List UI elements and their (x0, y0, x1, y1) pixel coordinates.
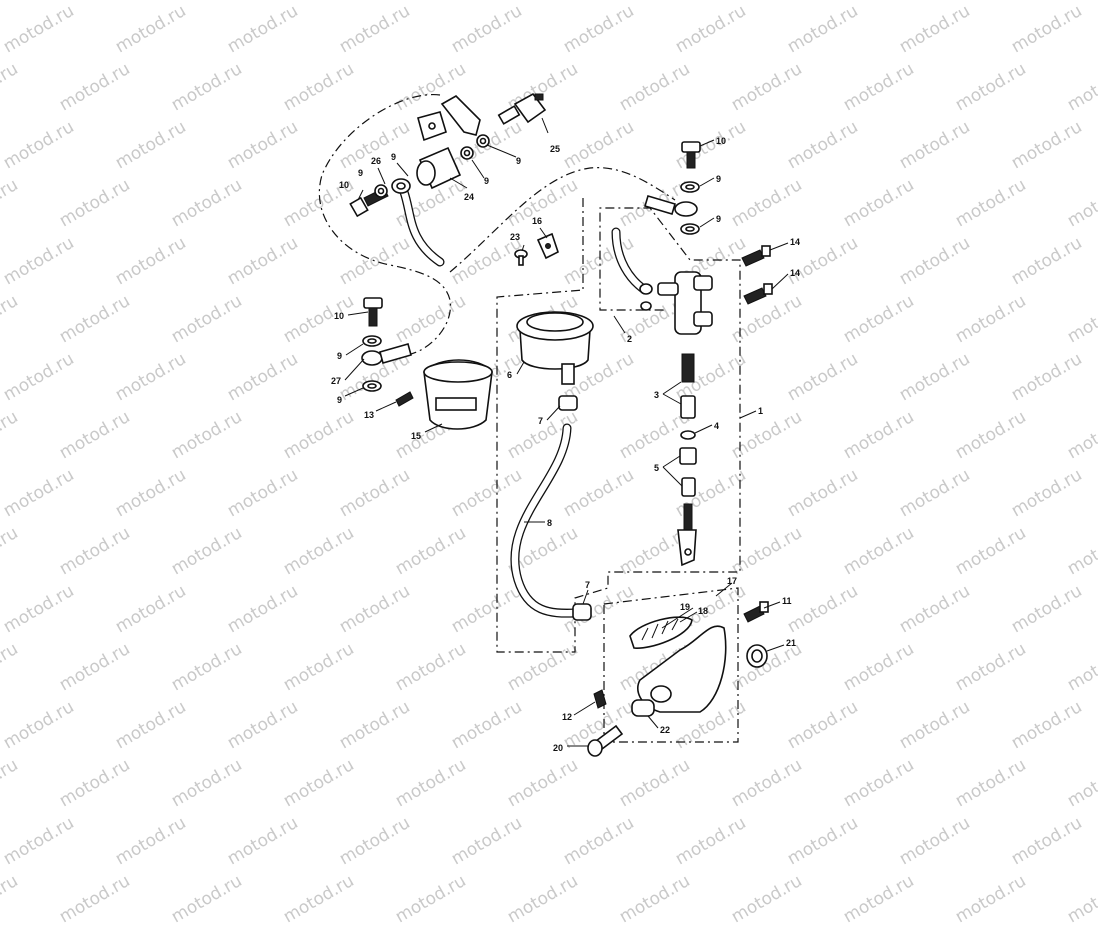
elbow-pipe-2 (611, 227, 653, 295)
callout-13: 13 (364, 410, 374, 420)
callout-labels: 1 2 3 4 5 6 7 7 8 9 9 9 9 9 9 9 9 10 10 … (331, 136, 800, 753)
banjo-line-outline (449, 167, 676, 273)
callout-8: 8 (547, 518, 552, 528)
pushrod-clevis (677, 503, 697, 567)
callout-9-b: 9 (391, 152, 396, 162)
callout-9-g: 9 (337, 351, 342, 361)
callout-24: 24 (464, 192, 474, 202)
watermark-text: motod.ru (952, 871, 1030, 927)
washer-9-upper (374, 184, 388, 198)
callout-16: 16 (532, 216, 542, 226)
callout-9-h: 9 (337, 395, 342, 405)
washer-9-mid (460, 146, 474, 160)
watermark-text: motod.ru (840, 871, 918, 927)
brake-light-switch-25 (497, 92, 547, 125)
parts-diagram: 1 2 3 4 5 6 7 7 8 9 9 9 9 9 9 9 9 10 10 … (318, 92, 800, 757)
footrest-rubber-19 (629, 616, 693, 649)
screw-23 (514, 249, 528, 266)
bolt-11 (743, 601, 769, 623)
switch-body-24 (416, 146, 462, 190)
washer-9-right (476, 134, 490, 148)
callout-7-bottom: 7 (585, 580, 590, 590)
callout-26: 26 (371, 156, 381, 166)
callout-5: 5 (654, 463, 659, 473)
callout-10-a: 10 (339, 180, 349, 190)
callout-25: 25 (550, 144, 560, 154)
brake-pedal-18 (636, 625, 727, 713)
washer-9-right-b (680, 223, 700, 235)
screw-13 (395, 391, 414, 407)
callout-7-top: 7 (538, 416, 543, 426)
reservoir-clamp-15 (423, 359, 493, 430)
callout-12: 12 (562, 712, 572, 722)
bolt-10-left (363, 297, 383, 327)
cup-5-lower (681, 477, 696, 497)
watermark-text: motod.ru (0, 871, 22, 927)
callout-10-c: 10 (334, 311, 344, 321)
callout-11: 11 (782, 596, 792, 606)
bushing-22 (631, 699, 655, 717)
callout-9-a: 9 (358, 168, 363, 178)
pedal-outline (603, 587, 739, 743)
bracket-24 (417, 111, 447, 142)
watermark-text: motod.ru (168, 871, 246, 927)
reservoir-hose-8 (510, 423, 580, 618)
hose-clamp-7-bottom (572, 603, 592, 621)
callout-27: 27 (331, 376, 341, 386)
watermark-text: motod.ru (392, 871, 470, 927)
spring-21 (746, 644, 768, 668)
callout-22: 22 (660, 725, 670, 735)
cup-5-upper (679, 447, 697, 465)
callout-1: 1 (758, 406, 763, 416)
callout-20: 20 (553, 743, 563, 753)
piston-3 (680, 395, 696, 419)
callout-14-b: 14 (790, 268, 800, 278)
washer-9-right-a (680, 181, 700, 193)
callout-10-b: 10 (716, 136, 726, 146)
callout-14-a: 14 (790, 237, 800, 247)
callout-23: 23 (510, 232, 520, 242)
reservoir-6 (516, 311, 594, 385)
callout-19: 19 (680, 602, 690, 612)
watermark-text: motod.ru (728, 871, 806, 927)
callout-2: 2 (627, 334, 632, 344)
callout-21: 21 (786, 638, 796, 648)
callout-9-e: 9 (716, 174, 721, 184)
brake-hose-upper (399, 187, 445, 267)
o-ring-2 (640, 301, 652, 311)
callout-9-f: 9 (716, 214, 721, 224)
bolt-14-lower (743, 283, 773, 305)
callout-9-c: 9 (484, 176, 489, 186)
hose-clamp-7-top (558, 395, 578, 411)
banjo-fitting-right (644, 195, 698, 217)
callout-18: 18 (698, 606, 708, 616)
banjo-fitting-27 (361, 343, 412, 366)
seal-4 (680, 430, 696, 440)
callout-15: 15 (411, 431, 421, 441)
master-cylinder-outline (496, 198, 741, 653)
banjo-bolt-10-right (681, 141, 701, 169)
banjo-fitting-upper (391, 178, 411, 194)
leader-lines (344, 117, 789, 747)
watermark-text: motod.ru (616, 871, 694, 927)
callout-4: 4 (714, 421, 719, 431)
spring-3 (681, 353, 695, 383)
hose-end-upper (440, 95, 481, 136)
watermark-text: motod.ru (280, 871, 358, 927)
callout-6: 6 (507, 370, 512, 380)
watermark-text: motod.ru (1064, 871, 1098, 927)
callout-17: 17 (727, 576, 737, 586)
callout-9-d: 9 (516, 156, 521, 166)
watermark-text: motod.ru (504, 871, 582, 927)
washer-9-left-b (362, 380, 382, 392)
washer-9-left-a (362, 335, 382, 347)
master-cylinder-body-1 (657, 271, 713, 335)
bolt-14-upper (741, 245, 771, 267)
clip-16 (536, 232, 559, 260)
watermark-text: motod.ru (56, 871, 134, 927)
clip-12 (593, 689, 607, 709)
callout-3: 3 (654, 390, 659, 400)
pivot-bolt-20 (587, 724, 624, 757)
